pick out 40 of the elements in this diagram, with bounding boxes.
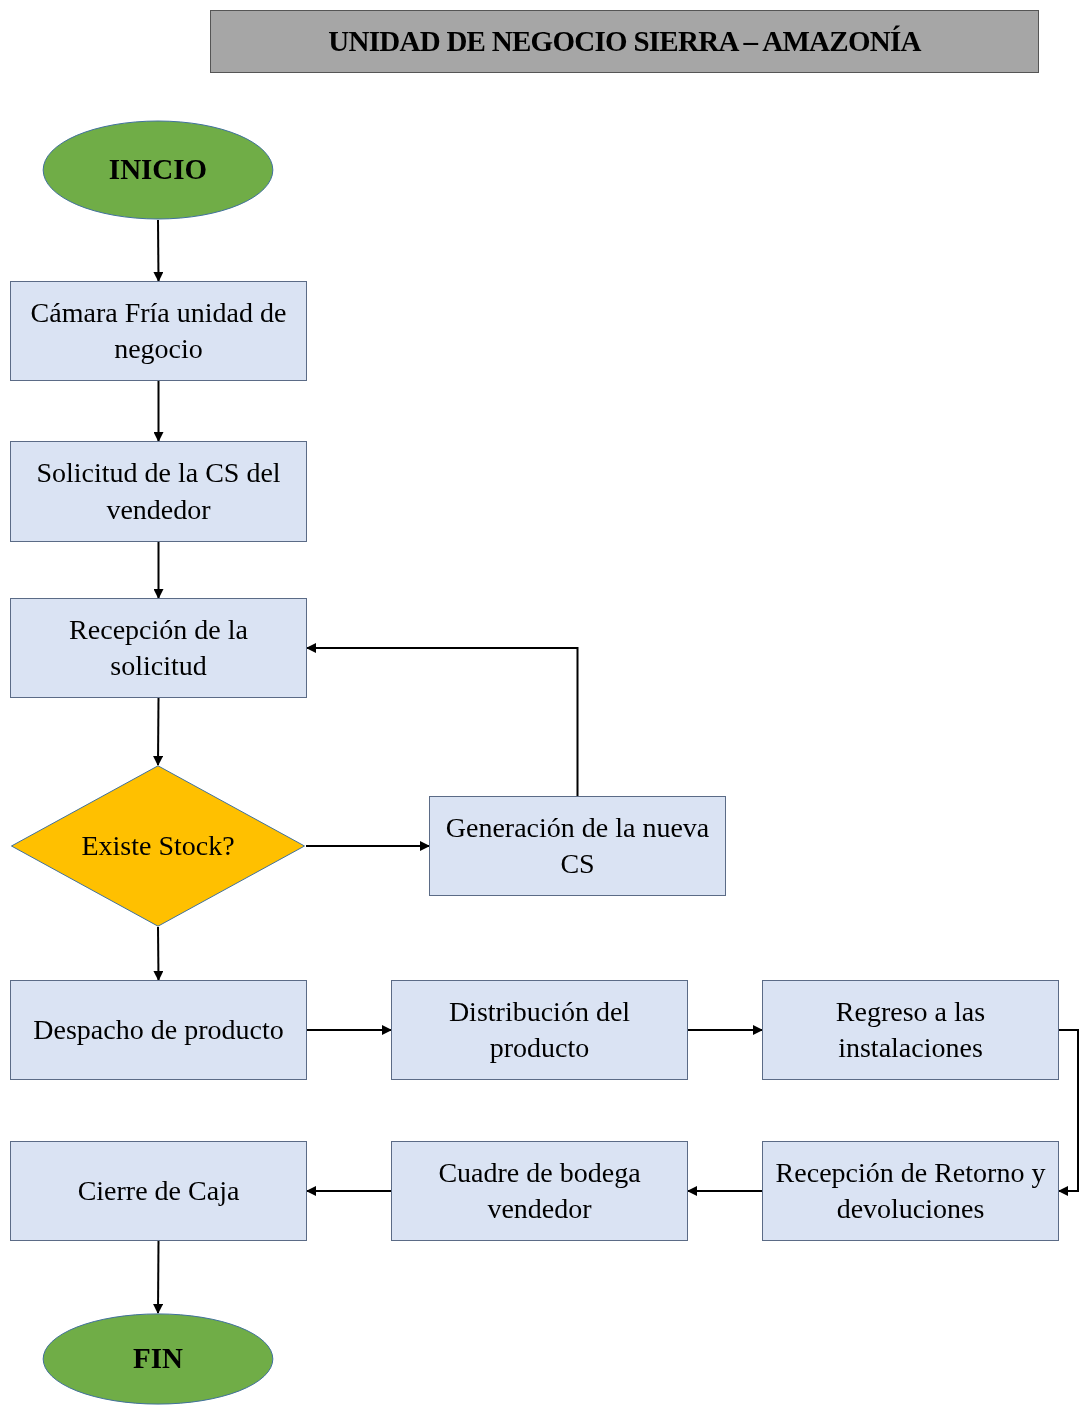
process-box [391,980,688,1080]
arrow [306,643,579,797]
process-box [429,796,726,896]
decision-diamond [10,765,306,927]
node-label: FIN [133,1341,183,1377]
process-box [10,598,307,698]
arrow [153,1240,164,1314]
arrow [687,1186,763,1196]
node-label: Cámara Fría unidad de negocio [29,295,288,366]
arrow [305,841,430,851]
arrow [306,1025,392,1035]
node-label: INICIO [108,152,208,188]
arrow [153,926,164,981]
process-box [10,1141,307,1241]
node-label: Recepción de la solicitud [68,612,249,683]
node-label: Solicitud de la CS del vendedor [35,456,282,527]
terminal-ellipse [42,120,274,220]
arrow [1058,1029,1079,1196]
node-label: Cuadre de bodega vendedor [437,1155,642,1226]
process-box [762,1141,1059,1241]
node-label: Generación de la nueva CS [444,810,711,881]
arrow [306,1186,392,1196]
node-label: Despacho de producto [33,1012,284,1047]
process-box [10,980,307,1080]
process-box [10,281,307,381]
node-label: Recepción de Retorno y devoluciones [775,1155,1046,1226]
arrow [153,541,164,599]
node-label: Cierre de Caja [77,1173,240,1208]
process-box [762,980,1059,1080]
arrow [687,1025,763,1035]
arrow [153,697,164,766]
arrow [153,380,164,442]
node-label: Regreso a las instalaciones [834,994,987,1065]
arrow [153,219,164,282]
node-label: Distribución del producto [447,994,632,1065]
process-box [391,1141,688,1241]
terminal-ellipse [42,1313,274,1405]
process-box [10,441,307,542]
title-banner: UNIDAD DE NEGOCIO SIERRA – AMAZONÍA [210,10,1039,73]
node-label: Existe Stock? [81,828,235,863]
